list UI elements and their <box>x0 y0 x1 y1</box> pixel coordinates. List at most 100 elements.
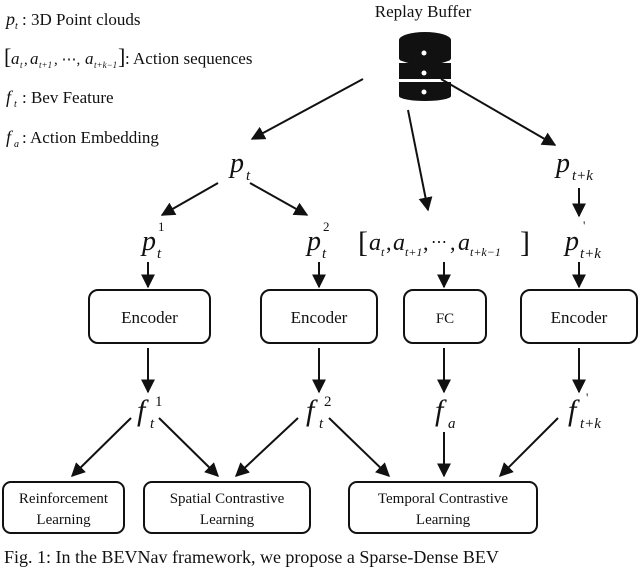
svg-text:Spatial Contrastive: Spatial Contrastive <box>170 491 285 507</box>
svg-text:t+1: t+1 <box>405 245 422 259</box>
svg-text:t: t <box>322 246 327 262</box>
svg-text:a: a <box>369 230 381 256</box>
svg-text:p: p <box>563 226 579 257</box>
spatial-contrastive-learning-box: Spatial Contrastive Learning <box>143 481 311 534</box>
svg-text:: Bev Feature: : Bev Feature <box>22 88 114 107</box>
svg-text:a: a <box>448 416 456 432</box>
svg-text:]: ] <box>118 44 125 69</box>
svg-text:Learning: Learning <box>200 512 255 528</box>
svg-text:, ⋯,: , ⋯, <box>54 52 80 68</box>
svg-text:t+k−1: t+k−1 <box>94 60 117 70</box>
edge-ftk-prime-to-tcl <box>499 417 559 477</box>
edge-ft1-to-scl <box>158 417 219 477</box>
node-p-t-2: p t 2 <box>305 219 330 262</box>
svg-text:f: f <box>306 394 318 427</box>
svg-text:a: a <box>30 49 39 68</box>
svg-text:t+k−1: t+k−1 <box>470 245 501 259</box>
edge-buffer-to-ptk <box>440 78 557 146</box>
svg-text:Reinforcement: Reinforcement <box>19 491 109 507</box>
svg-text:t: t <box>15 21 18 32</box>
svg-text:p: p <box>4 9 15 29</box>
node-p-t: p t <box>228 148 251 184</box>
edge-buffer-to-actions <box>407 109 433 212</box>
svg-text:1: 1 <box>158 219 165 234</box>
svg-text:f: f <box>6 87 14 107</box>
svg-text:t: t <box>150 416 155 432</box>
fc-box: FC <box>403 289 487 344</box>
svg-text:2: 2 <box>324 394 332 410</box>
svg-text:Learning: Learning <box>36 512 91 528</box>
node-p-t-plus-k: p t+k <box>554 148 593 184</box>
node-p-t-1: p t 1 <box>140 219 165 262</box>
svg-text:Learning: Learning <box>416 512 471 528</box>
legend-item-action-sequences: [ a t , a t+1 , ⋯, a t+k−1 ] : Action se… <box>4 44 252 70</box>
node-f-t-2: f t 2 <box>306 394 332 432</box>
svg-text:f: f <box>568 394 580 427</box>
legend-item-point-clouds: p t : 3D Point clouds <box>4 9 141 32</box>
svg-text:t+k: t+k <box>580 416 601 432</box>
svg-text:[: [ <box>358 226 368 259</box>
edge-pt-to-pt2 <box>249 182 309 216</box>
figure-caption: Fig. 1: In the BEVNav framework, we prop… <box>4 547 499 567</box>
svg-text:t: t <box>157 246 162 262</box>
edge-ft2-to-scl <box>234 417 299 477</box>
svg-text:]: ] <box>520 226 530 259</box>
svg-text:Encoder: Encoder <box>291 308 348 327</box>
svg-text:f: f <box>6 127 14 147</box>
edge-buffer-to-pt <box>250 78 364 140</box>
legend-item-action-embedding: f a : Action Embedding <box>6 127 159 150</box>
legend-item-bev-feature: f t : Bev Feature <box>6 87 114 110</box>
svg-text:t: t <box>381 245 385 259</box>
svg-text:p: p <box>305 226 321 257</box>
svg-text:a: a <box>11 49 20 68</box>
svg-text:': ' <box>583 218 585 233</box>
node-action-sequence: [ a t , a t+1 , ⋯ , a t+k−1 ] <box>358 226 530 259</box>
svg-text:t: t <box>246 168 251 184</box>
svg-text:a: a <box>393 230 405 256</box>
svg-text:t+k: t+k <box>580 246 601 262</box>
node-f-t-1: f t 1 <box>137 394 163 432</box>
svg-text:[: [ <box>4 44 11 69</box>
svg-text:Encoder: Encoder <box>551 308 608 327</box>
encoder-box-1: Encoder <box>88 289 211 344</box>
svg-text:a: a <box>458 230 470 256</box>
svg-text:a: a <box>14 139 19 150</box>
database-icon <box>398 32 452 101</box>
svg-text:t+1: t+1 <box>39 60 52 70</box>
svg-text:: 3D Point clouds: : 3D Point clouds <box>22 10 141 29</box>
encoder-box-3: Encoder <box>520 289 638 344</box>
svg-text:⋯: ⋯ <box>431 234 447 251</box>
svg-text:Encoder: Encoder <box>121 308 178 327</box>
svg-text:,: , <box>24 52 28 68</box>
svg-text:1: 1 <box>155 394 163 410</box>
svg-text:: Action sequences: : Action sequences <box>125 49 252 68</box>
svg-text:t: t <box>20 60 23 70</box>
edge-pt-to-pt1 <box>160 182 219 216</box>
svg-text:,: , <box>423 230 429 255</box>
svg-text:p: p <box>140 226 156 257</box>
encoder-box-2: Encoder <box>260 289 378 344</box>
svg-text:t: t <box>14 99 17 110</box>
replay-buffer-label: Replay Buffer <box>375 2 472 21</box>
svg-text:a: a <box>85 49 94 68</box>
svg-text:t+k: t+k <box>572 168 593 184</box>
node-f-t-plus-k-prime: f t+k ' <box>568 390 601 432</box>
legend: p t : 3D Point clouds [ a t , a t+1 , ⋯,… <box>4 9 252 150</box>
edge-ft2-to-tcl <box>328 417 391 477</box>
svg-text:FC: FC <box>436 311 454 327</box>
svg-text:p: p <box>228 148 244 179</box>
svg-text:2: 2 <box>323 219 330 234</box>
svg-text:f: f <box>435 394 447 427</box>
temporal-contrastive-learning-box: Temporal Contrastive Learning <box>348 481 538 534</box>
svg-text:Temporal Contrastive: Temporal Contrastive <box>378 491 509 507</box>
svg-text:t: t <box>319 416 324 432</box>
svg-text:f: f <box>137 394 149 427</box>
svg-text:,: , <box>386 230 392 255</box>
svg-text:,: , <box>450 230 456 255</box>
node-p-t-plus-k-prime: p t+k ' <box>563 218 601 262</box>
svg-text:: Action Embedding: : Action Embedding <box>22 128 159 147</box>
edge-ft1-to-rl <box>71 417 132 477</box>
reinforcement-learning-box: Reinforcement Learning <box>2 481 125 534</box>
svg-text:': ' <box>586 390 588 405</box>
